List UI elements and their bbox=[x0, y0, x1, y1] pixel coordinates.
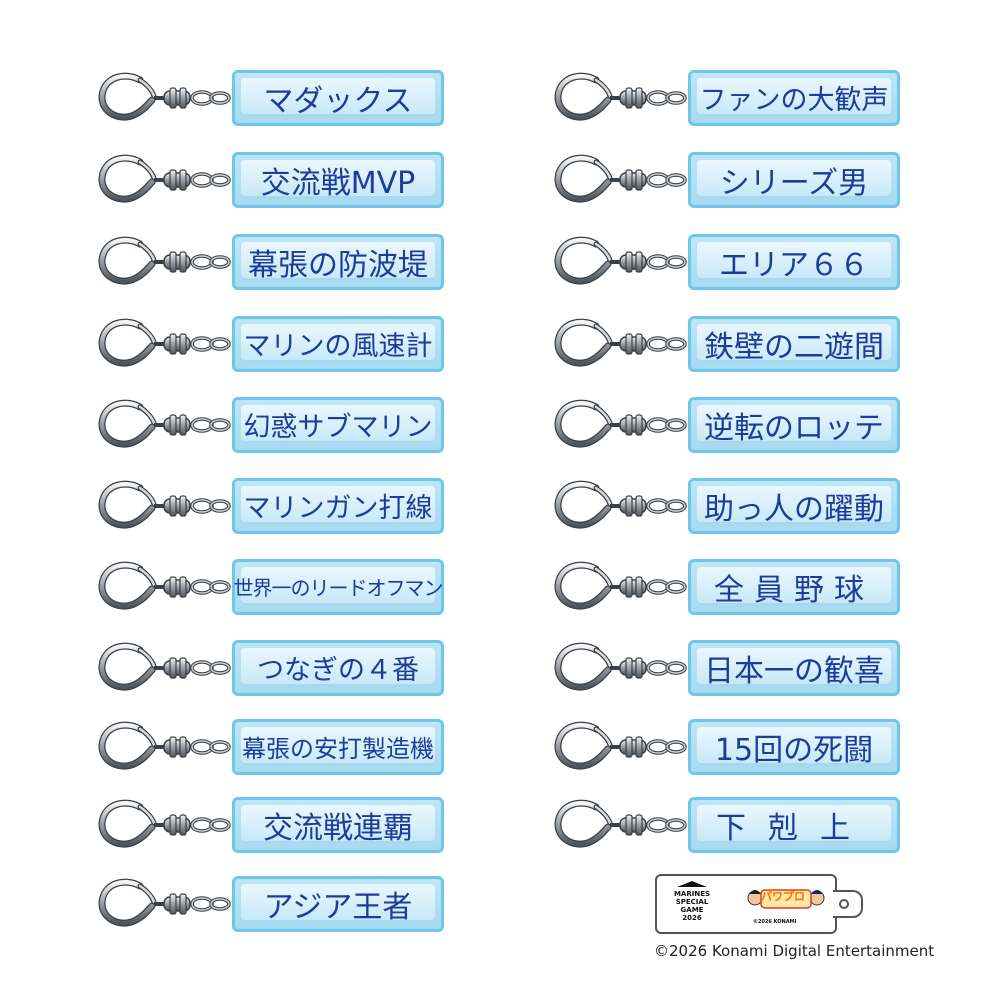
keychain-tag: 幻惑サブマリン bbox=[232, 397, 444, 453]
keychain[interactable]: マリンの風速計 bbox=[96, 312, 456, 376]
keychain-tag: ファンの大歓声 bbox=[688, 70, 900, 126]
keyring-icon bbox=[98, 721, 236, 770]
keychain[interactable]: 鉄壁の二遊間 bbox=[552, 312, 912, 376]
keychain-label: ファンの大歓声 bbox=[699, 85, 889, 116]
keychain[interactable]: アジア王者 bbox=[96, 872, 456, 936]
keychain-label: マリンガン打線 bbox=[243, 493, 433, 524]
keyring-icon bbox=[554, 72, 692, 121]
keychain-tag: 幕張の安打製造機 bbox=[232, 719, 444, 775]
bonus-tab bbox=[833, 890, 863, 918]
keychain-label: 日本一の歓喜 bbox=[704, 653, 884, 689]
keychain-tag: シリーズ男 bbox=[688, 152, 900, 208]
keychain-tag: 全員野球 bbox=[688, 559, 900, 615]
keychain-label: アジア王者 bbox=[263, 889, 413, 925]
keychain[interactable]: エリア６６ bbox=[552, 230, 912, 294]
keyring-icon bbox=[98, 561, 236, 610]
marines-logo: MARINES SPECIAL GAME 2026 bbox=[667, 880, 717, 928]
keyring-icon bbox=[98, 480, 236, 529]
keychain[interactable]: 15回の死闘 bbox=[552, 715, 912, 779]
keychain-tag: 下剋上 bbox=[688, 797, 900, 853]
keychain-tag: 交流戦MVP bbox=[232, 152, 444, 208]
keychain[interactable]: 全員野球 bbox=[552, 555, 912, 619]
keyring-icon bbox=[98, 878, 236, 927]
keychain-label: 世界一のリードオフマン bbox=[233, 576, 444, 600]
keychain-tag: 助っ人の躍動 bbox=[688, 478, 900, 534]
keyring-icon bbox=[98, 399, 236, 448]
keyring-icon bbox=[554, 399, 692, 448]
keychain-label: マダックス bbox=[263, 83, 413, 119]
keychain[interactable]: 下剋上 bbox=[552, 793, 912, 857]
keyring-icon bbox=[554, 480, 692, 529]
keychain-tag: エリア６６ bbox=[688, 234, 900, 290]
keychain[interactable]: マリンガン打線 bbox=[96, 474, 456, 538]
keyring-icon bbox=[554, 236, 692, 285]
keyring-icon bbox=[554, 154, 692, 203]
keychain-tag: アジア王者 bbox=[232, 876, 444, 932]
keychain-label: つなぎの４番 bbox=[257, 655, 419, 686]
keychain-label: 下剋上 bbox=[716, 810, 872, 846]
keychain-tag: 世界一のリードオフマン bbox=[232, 559, 444, 615]
keychain-label: 逆転のロッテ bbox=[704, 410, 884, 446]
copyright: ©2026 Konami Digital Entertainment bbox=[654, 942, 935, 960]
keychain[interactable]: マダックス bbox=[96, 66, 456, 130]
keyring-icon bbox=[98, 236, 236, 285]
keychain-label: 15回の死闘 bbox=[714, 732, 874, 768]
bonus-hole bbox=[839, 899, 849, 909]
keyring-icon bbox=[98, 318, 236, 367]
keychain-tag: 日本一の歓喜 bbox=[688, 640, 900, 696]
keychain-label: 幕張の安打製造機 bbox=[242, 735, 434, 763]
pawapuro-logo: パワプロ bbox=[747, 880, 825, 920]
keychain-tag: 幕張の防波堤 bbox=[232, 234, 444, 290]
keyring-icon bbox=[98, 799, 236, 848]
keychain[interactable]: 交流戦MVP bbox=[96, 148, 456, 212]
keychain-label: 幻惑サブマリン bbox=[243, 412, 433, 443]
keychain-label: シリーズ男 bbox=[719, 165, 869, 201]
keychain[interactable]: 交流戦連覇 bbox=[96, 793, 456, 857]
keychain-label: エリア６６ bbox=[719, 247, 869, 283]
keychain-label: 交流戦MVP bbox=[260, 165, 416, 201]
keyring-icon bbox=[554, 799, 692, 848]
keychain[interactable]: 日本一の歓喜 bbox=[552, 636, 912, 700]
keychain-label: 助っ人の躍動 bbox=[704, 491, 884, 527]
keychain-label: 鉄壁の二遊間 bbox=[704, 329, 884, 365]
keychain[interactable]: 幻惑サブマリン bbox=[96, 393, 456, 457]
keychain-label: マリンの風速計 bbox=[243, 331, 433, 362]
keychain[interactable]: つなぎの４番 bbox=[96, 636, 456, 700]
keychain-label: 交流戦連覇 bbox=[263, 810, 413, 846]
keychain-tag: マダックス bbox=[232, 70, 444, 126]
keychain[interactable]: 助っ人の躍動 bbox=[552, 474, 912, 538]
keyring-icon bbox=[98, 642, 236, 691]
keyring-icon bbox=[554, 561, 692, 610]
keychain-tag: 交流戦連覇 bbox=[232, 797, 444, 853]
keychain-label: 幕張の防波堤 bbox=[248, 247, 428, 283]
keyring-icon bbox=[554, 642, 692, 691]
keychain[interactable]: ファンの大歓声 bbox=[552, 66, 912, 130]
keyring-icon bbox=[554, 721, 692, 770]
keychain-tag: マリンの風速計 bbox=[232, 316, 444, 372]
keychain[interactable]: 逆転のロッテ bbox=[552, 393, 912, 457]
keyring-icon bbox=[98, 154, 236, 203]
keychain-tag: 逆転のロッテ bbox=[688, 397, 900, 453]
keychain-tag: 15回の死闘 bbox=[688, 719, 900, 775]
keychain[interactable]: 幕張の安打製造機 bbox=[96, 715, 456, 779]
keychain[interactable]: 幕張の防波堤 bbox=[96, 230, 456, 294]
keyring-icon bbox=[98, 72, 236, 121]
keychain-label: 全員野球 bbox=[714, 572, 874, 608]
keychain-tag: 鉄壁の二遊間 bbox=[688, 316, 900, 372]
keychain-tag: つなぎの４番 bbox=[232, 640, 444, 696]
keychain[interactable]: シリーズ男 bbox=[552, 148, 912, 212]
keyring-icon bbox=[554, 318, 692, 367]
bonus-keychain[interactable]: MARINES SPECIAL GAME 2026 パワプロ ©2026 KON… bbox=[655, 874, 865, 934]
keychain[interactable]: 世界一のリードオフマン bbox=[96, 555, 456, 619]
keychain-tag: マリンガン打線 bbox=[232, 478, 444, 534]
